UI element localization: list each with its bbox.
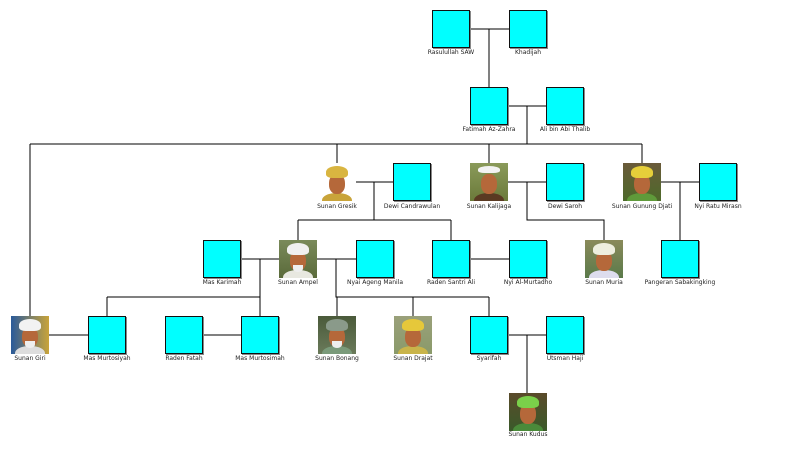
person-label: Sunan Bonang — [315, 355, 359, 362]
portrait-photo — [394, 316, 432, 354]
person-label: Sunan Giri — [14, 355, 46, 362]
person-label: Nyi Al-Murtadho — [503, 279, 553, 286]
portrait-photo — [623, 163, 661, 201]
person-label: Mas Murtosiyah — [83, 355, 131, 362]
person-sunan-kalijaga[interactable] — [470, 163, 508, 201]
person-dewi-candrawulan[interactable] — [393, 163, 431, 201]
portrait-photo — [318, 163, 356, 201]
person-box — [546, 87, 584, 125]
portrait-photo — [585, 240, 623, 278]
person-label: Dewi Saroh — [547, 203, 583, 210]
person-khadijah[interactable] — [509, 10, 547, 48]
person-sunan-gresik[interactable] — [318, 163, 356, 201]
person-label: Sunan Gunung Djati — [611, 203, 673, 210]
person-pangeran-sabakingking[interactable] — [661, 240, 699, 278]
person-label: Pangeran Sabakingking — [644, 279, 716, 286]
person-box — [546, 163, 584, 201]
person-box — [509, 240, 547, 278]
person-sunan-drajat[interactable] — [394, 316, 432, 354]
person-fatimah[interactable] — [470, 87, 508, 125]
person-sunan-giri[interactable] — [11, 316, 49, 354]
person-syarifah[interactable] — [470, 316, 508, 354]
portrait-photo — [318, 316, 356, 354]
person-label: Syarifah — [476, 355, 502, 362]
person-mas-karimah[interactable] — [203, 240, 241, 278]
person-label: Dewi Candrawulan — [383, 203, 441, 210]
person-box — [699, 163, 737, 201]
person-label: Sunan Drajat — [393, 355, 433, 362]
person-box — [356, 240, 394, 278]
person-rasulullah[interactable] — [432, 10, 470, 48]
person-sunan-muria[interactable] — [585, 240, 623, 278]
person-label: Mas Murtosimah — [235, 355, 285, 362]
person-nyi-al-murtadho[interactable] — [509, 240, 547, 278]
person-nyai-ageng-manila[interactable] — [356, 240, 394, 278]
person-sunan-ampel[interactable] — [279, 240, 317, 278]
person-box — [470, 316, 508, 354]
person-sunan-gunung-djati[interactable] — [623, 163, 661, 201]
person-label: Utsman Haji — [546, 355, 584, 362]
portrait-photo — [279, 240, 317, 278]
person-label: Sunan Ampel — [278, 279, 318, 286]
person-label: Rasulullah SAW — [427, 49, 475, 56]
person-label: Khadijah — [514, 49, 542, 56]
person-box — [88, 316, 126, 354]
person-box — [546, 316, 584, 354]
person-nyi-ratu[interactable] — [699, 163, 737, 201]
person-label: Sunan Kalijaga — [466, 203, 512, 210]
person-sunan-kudus[interactable] — [509, 393, 547, 431]
person-label: Ali bin Abi Thalib — [539, 126, 591, 133]
person-mas-murtosiyah[interactable] — [88, 316, 126, 354]
person-box — [661, 240, 699, 278]
person-box — [509, 10, 547, 48]
person-label: Raden Fatah — [165, 355, 203, 362]
person-label: Nyi Ratu Mirasn — [694, 203, 742, 210]
person-mas-murtosimah[interactable] — [241, 316, 279, 354]
person-box — [203, 240, 241, 278]
person-label: Nyai Ageng Manila — [346, 279, 404, 286]
person-raden-fatah[interactable] — [165, 316, 203, 354]
portrait-photo — [509, 393, 547, 431]
person-box — [470, 87, 508, 125]
person-box — [432, 10, 470, 48]
portrait-photo — [11, 316, 49, 354]
person-label: Sunan Gresik — [317, 203, 357, 210]
person-dewi-saroh[interactable] — [546, 163, 584, 201]
person-box — [165, 316, 203, 354]
person-label: Sunan Muria — [585, 279, 623, 286]
person-box — [393, 163, 431, 201]
person-label: Mas Karimah — [202, 279, 242, 286]
person-sunan-bonang[interactable] — [318, 316, 356, 354]
person-label: Fatimah Az-Zahra — [462, 126, 516, 133]
portrait-photo — [470, 163, 508, 201]
person-utsman-haji[interactable] — [546, 316, 584, 354]
person-label: Sunan Kudus — [508, 431, 548, 438]
person-raden-santri-ali[interactable] — [432, 240, 470, 278]
person-box — [432, 240, 470, 278]
person-ali[interactable] — [546, 87, 584, 125]
person-label: Raden Santri Ali — [426, 279, 476, 286]
person-box — [241, 316, 279, 354]
